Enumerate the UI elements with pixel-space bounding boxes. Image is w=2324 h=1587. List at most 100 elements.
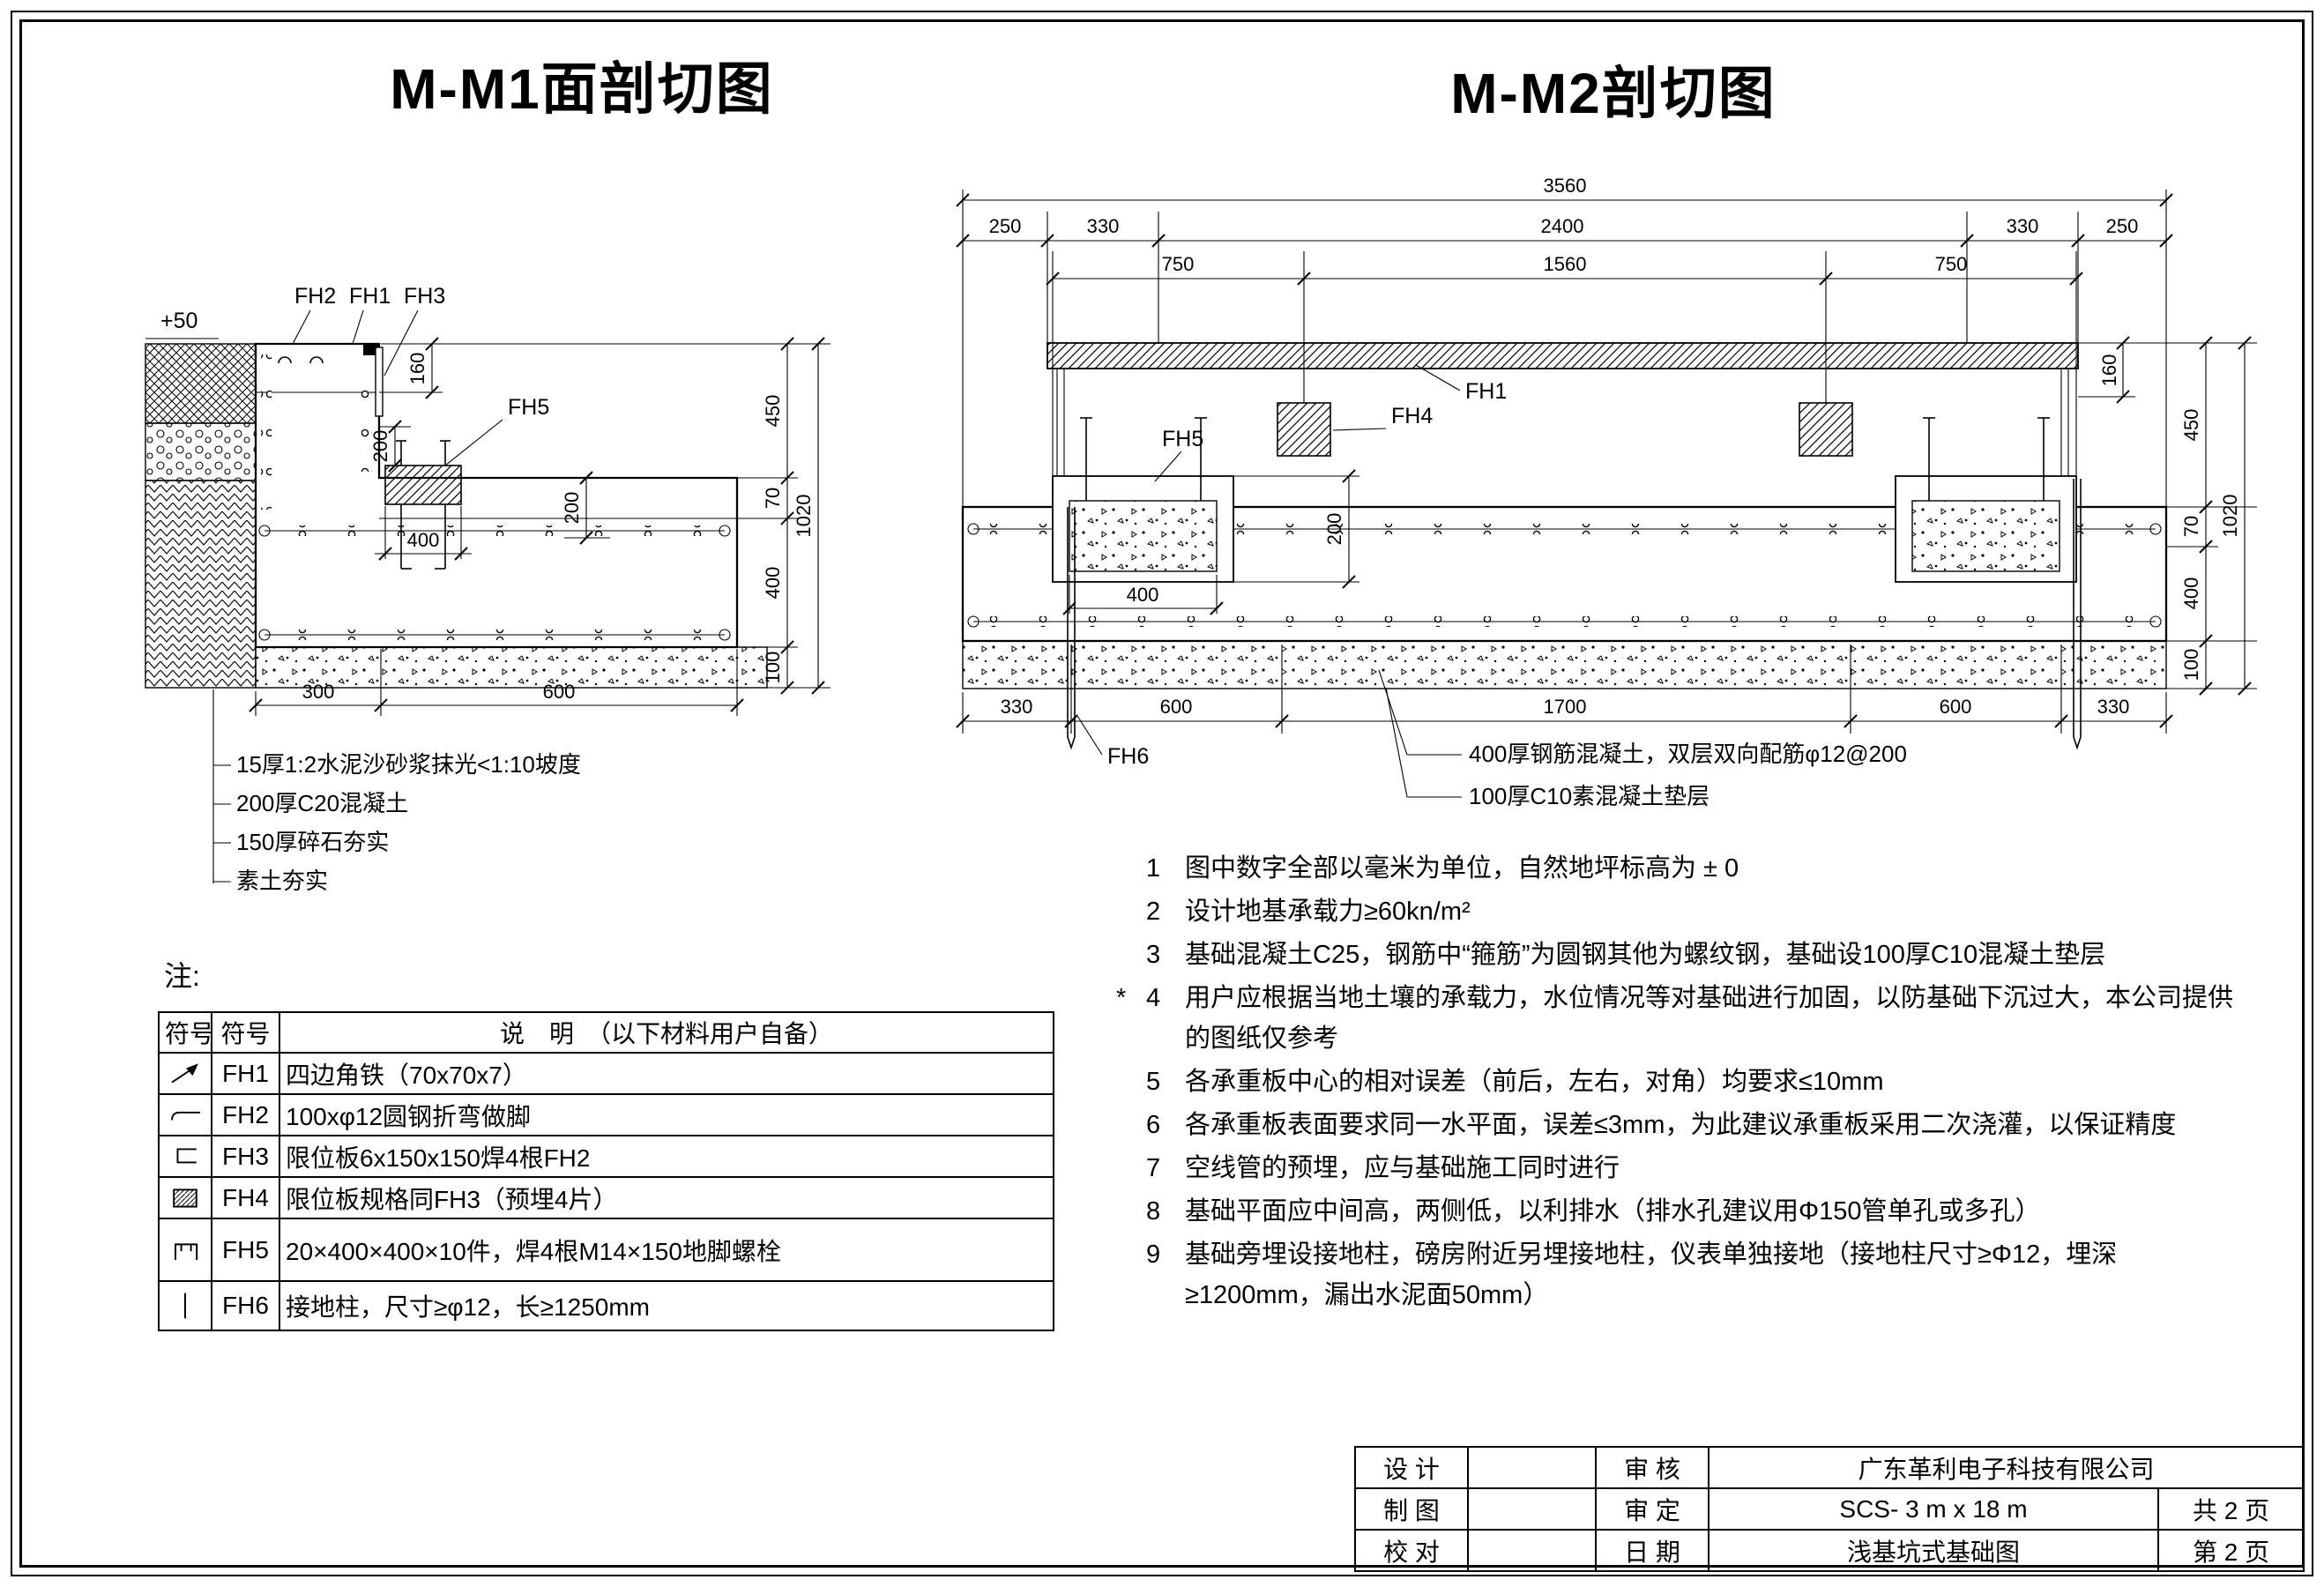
dim-label: 250 [989, 215, 1022, 237]
mm1-elevation-label: +50 [160, 309, 197, 333]
mm1-wall-rebar [261, 354, 272, 510]
fh4-hatched-plate-icon [173, 1188, 197, 1208]
mm1-mortar-layer [145, 343, 257, 424]
dim-label: 600 [1940, 696, 1972, 718]
dim-label: 450 [762, 395, 784, 428]
mm2-fh1-label: FH1 [1465, 379, 1507, 404]
legend-desc: 限位板6x150x150焊4根FH2 [279, 1135, 1054, 1178]
fh1-angle-iron-icon [171, 1063, 198, 1084]
legend-table: 符号 符号 说 明 （以下材料用户自备） FH1 四边角铁（70x70x7） F… [158, 1011, 1054, 1331]
legend-row: FH6 接地柱，尺寸≥φ12，长≥1250mm [158, 1280, 1054, 1331]
tb-check-label: 校 对 [1354, 1529, 1469, 1572]
mm2-ground-rod-right [2073, 479, 2082, 750]
legend-row: FH2 100xφ12圆钢折弯做脚 [158, 1093, 1054, 1136]
dim-label: 160 [2098, 354, 2120, 387]
dim-label: 2400 [1541, 215, 1584, 237]
mm2-fh4-label: FH4 [1391, 404, 1433, 428]
note-number: 9 [1146, 1241, 1161, 1269]
note-number: 5 [1146, 1068, 1161, 1096]
legend-header-desc: 说 明 （以下材料用户自备） [279, 1011, 1054, 1054]
legend-desc: 接地柱，尺寸≥φ12，长≥1250mm [279, 1280, 1054, 1331]
note-text: 基础旁埋设接地柱，磅房附近另埋接地柱，仪表单独接地（接地柱尺寸≥Φ12，埋深≥1… [1185, 1241, 2118, 1309]
dim-label: 200 [561, 492, 583, 525]
tb-design-label: 设 计 [1354, 1446, 1469, 1489]
dim-label: 1020 [793, 495, 815, 538]
dim-label: 1700 [1544, 696, 1587, 718]
tb-approve-label: 审 定 [1595, 1487, 1709, 1531]
mm1-slab-rebar-bottom [275, 630, 716, 640]
legend-row: FH5 20×400×400×10件，焊4根M14×150地脚螺栓 [158, 1218, 1054, 1282]
dim-label: 330 [2097, 696, 2130, 718]
tb-review-label: 审 核 [1595, 1446, 1709, 1489]
tb-draft-label: 制 图 [1354, 1487, 1469, 1531]
fh2-bent-bar-icon [171, 1112, 201, 1121]
mm2-section: FH1 FH4 FH5 FH6 400厚钢筋混凝土，双层双向配筋φ12@200 … [956, 175, 2257, 809]
dim-label: 1020 [2219, 495, 2241, 538]
legend-code: FH1 [211, 1052, 280, 1095]
tb-company-name: 广东革利电子科技有限公司 [1707, 1446, 2305, 1489]
mm1-layer-notes: 15厚1:2水泥沙砂浆抹光<1:10坡度 200厚C20混凝土 150厚碎石夯实… [212, 689, 581, 894]
dim-label: 330 [1087, 215, 1120, 237]
legend-desc: 限位板规格同FH3（预埋4片） [279, 1176, 1054, 1219]
mm2-fh6-label: FH6 [1107, 744, 1149, 769]
tb-check-value [1467, 1529, 1597, 1572]
note-item: 9 基础旁埋设接地柱，磅房附近另埋接地柱，仪表单独接地（接地柱尺寸≥Φ12，埋深… [1116, 1234, 2280, 1315]
note-text: 各承重板中心的相对误差（前后，左右，对角）均要求≤10mm [1185, 1068, 1884, 1096]
blinding-note: 100厚C10素混凝土垫层 [1469, 783, 1709, 809]
note-item: 7 空线管的预埋，应与基础施工同时进行 [1116, 1148, 2280, 1188]
dim-label: 200 [369, 430, 391, 463]
mm2-fh5-pocket-right [1895, 417, 2077, 583]
dim-label: 100 [762, 652, 784, 684]
fh5-anchor-plate-icon [175, 1242, 198, 1260]
note-item: 2 设计地基承载力≥60kn/m² [1116, 891, 2280, 932]
dim-label: 450 [2180, 409, 2202, 442]
layer-note: 素土夯实 [236, 868, 328, 894]
note-item: 3 基础混凝土C25，钢筋中“箍筋”为圆钢其他为螺纹钢，基础设100厚C10混凝… [1116, 935, 2280, 975]
legend-row: FH1 四边角铁（70x70x7） [158, 1052, 1054, 1095]
mm1-slab-rebar-top [275, 525, 716, 536]
legend-code: FH6 [211, 1280, 280, 1331]
mm2-blinding-layer [962, 640, 2167, 689]
mm1-foundation-outline [254, 342, 739, 649]
note-number: 7 [1146, 1154, 1161, 1182]
dim-label: 400 [1127, 584, 1159, 606]
mm1-section: +50 [145, 284, 831, 894]
tb-model-number: SCS- 3 m x 18 m [1708, 1487, 2159, 1531]
note-number: 8 [1146, 1197, 1161, 1226]
note-item: 6 各承重板表面要求同一水平面，误差≤3mm，为此建议承重板采用二次浇灌，以保证… [1116, 1105, 2280, 1145]
mm2-fh5-pocket-left [1052, 417, 1234, 583]
legend-header-code: 符号 [211, 1011, 280, 1054]
legend-desc: 四边角铁（70x70x7） [279, 1052, 1054, 1095]
dim-label: 200 [1323, 513, 1345, 546]
tb-total-pages: 共 2 页 [2156, 1487, 2305, 1531]
note-number: 2 [1146, 898, 1161, 926]
dim-label: 250 [2106, 215, 2139, 237]
note-text: 各承重板表面要求同一水平面，误差≤3mm，为此建议承重板采用二次浇灌，以保证精度 [1185, 1111, 2177, 1139]
mm1-fh5-plate [384, 440, 462, 570]
legend-label: 注: [164, 960, 200, 992]
sheet-border-outer [11, 11, 2313, 1576]
dim-label: 70 [762, 488, 784, 509]
note-number: 1 [1146, 854, 1161, 883]
dim-label: 400 [407, 529, 440, 551]
general-notes: 1 图中数字全部以毫米为单位，自然地坪标高为 ± 0 2 设计地基承载力≥60k… [1116, 848, 2280, 1318]
layer-note: 15厚1:2水泥沙砂浆抹光<1:10坡度 [236, 751, 581, 778]
note-text: 图中数字全部以毫米为单位，自然地坪标高为 ± 0 [1185, 854, 1739, 883]
mm1-fh1-label: FH1 [349, 284, 391, 309]
note-text: 设计地基承载力≥60kn/m² [1185, 898, 1471, 926]
mm2-slab-rebar-top [983, 524, 2147, 534]
dim-label: 100 [2180, 649, 2202, 682]
dim-label: 3560 [1544, 175, 1587, 197]
dim-label: 70 [2180, 516, 2202, 537]
mm2-fh5-label: FH5 [1162, 427, 1203, 451]
note-number: 3 [1146, 941, 1161, 969]
mm2-dimensions: 3560 250 330 2400 330 250 750 1560 750 3… [956, 175, 2257, 734]
legend-desc: 20×400×400×10件，焊4根M14×150地脚螺栓 [279, 1218, 1054, 1282]
layer-note: 150厚碎石夯实 [236, 829, 389, 855]
mm1-dimensions: 450 70 400 100 1020 160 200 200 400 300 … [249, 337, 831, 716]
mm2-fh4-plate-left [1277, 402, 1331, 457]
fh3-channel-plate-icon [176, 1148, 197, 1164]
mm2-title: M-M2剖切图 [1450, 62, 1777, 125]
note-text: 基础平面应中间高，两侧低，以利排水（排水孔建议用Φ150管单孔或多孔） [1185, 1197, 2041, 1226]
